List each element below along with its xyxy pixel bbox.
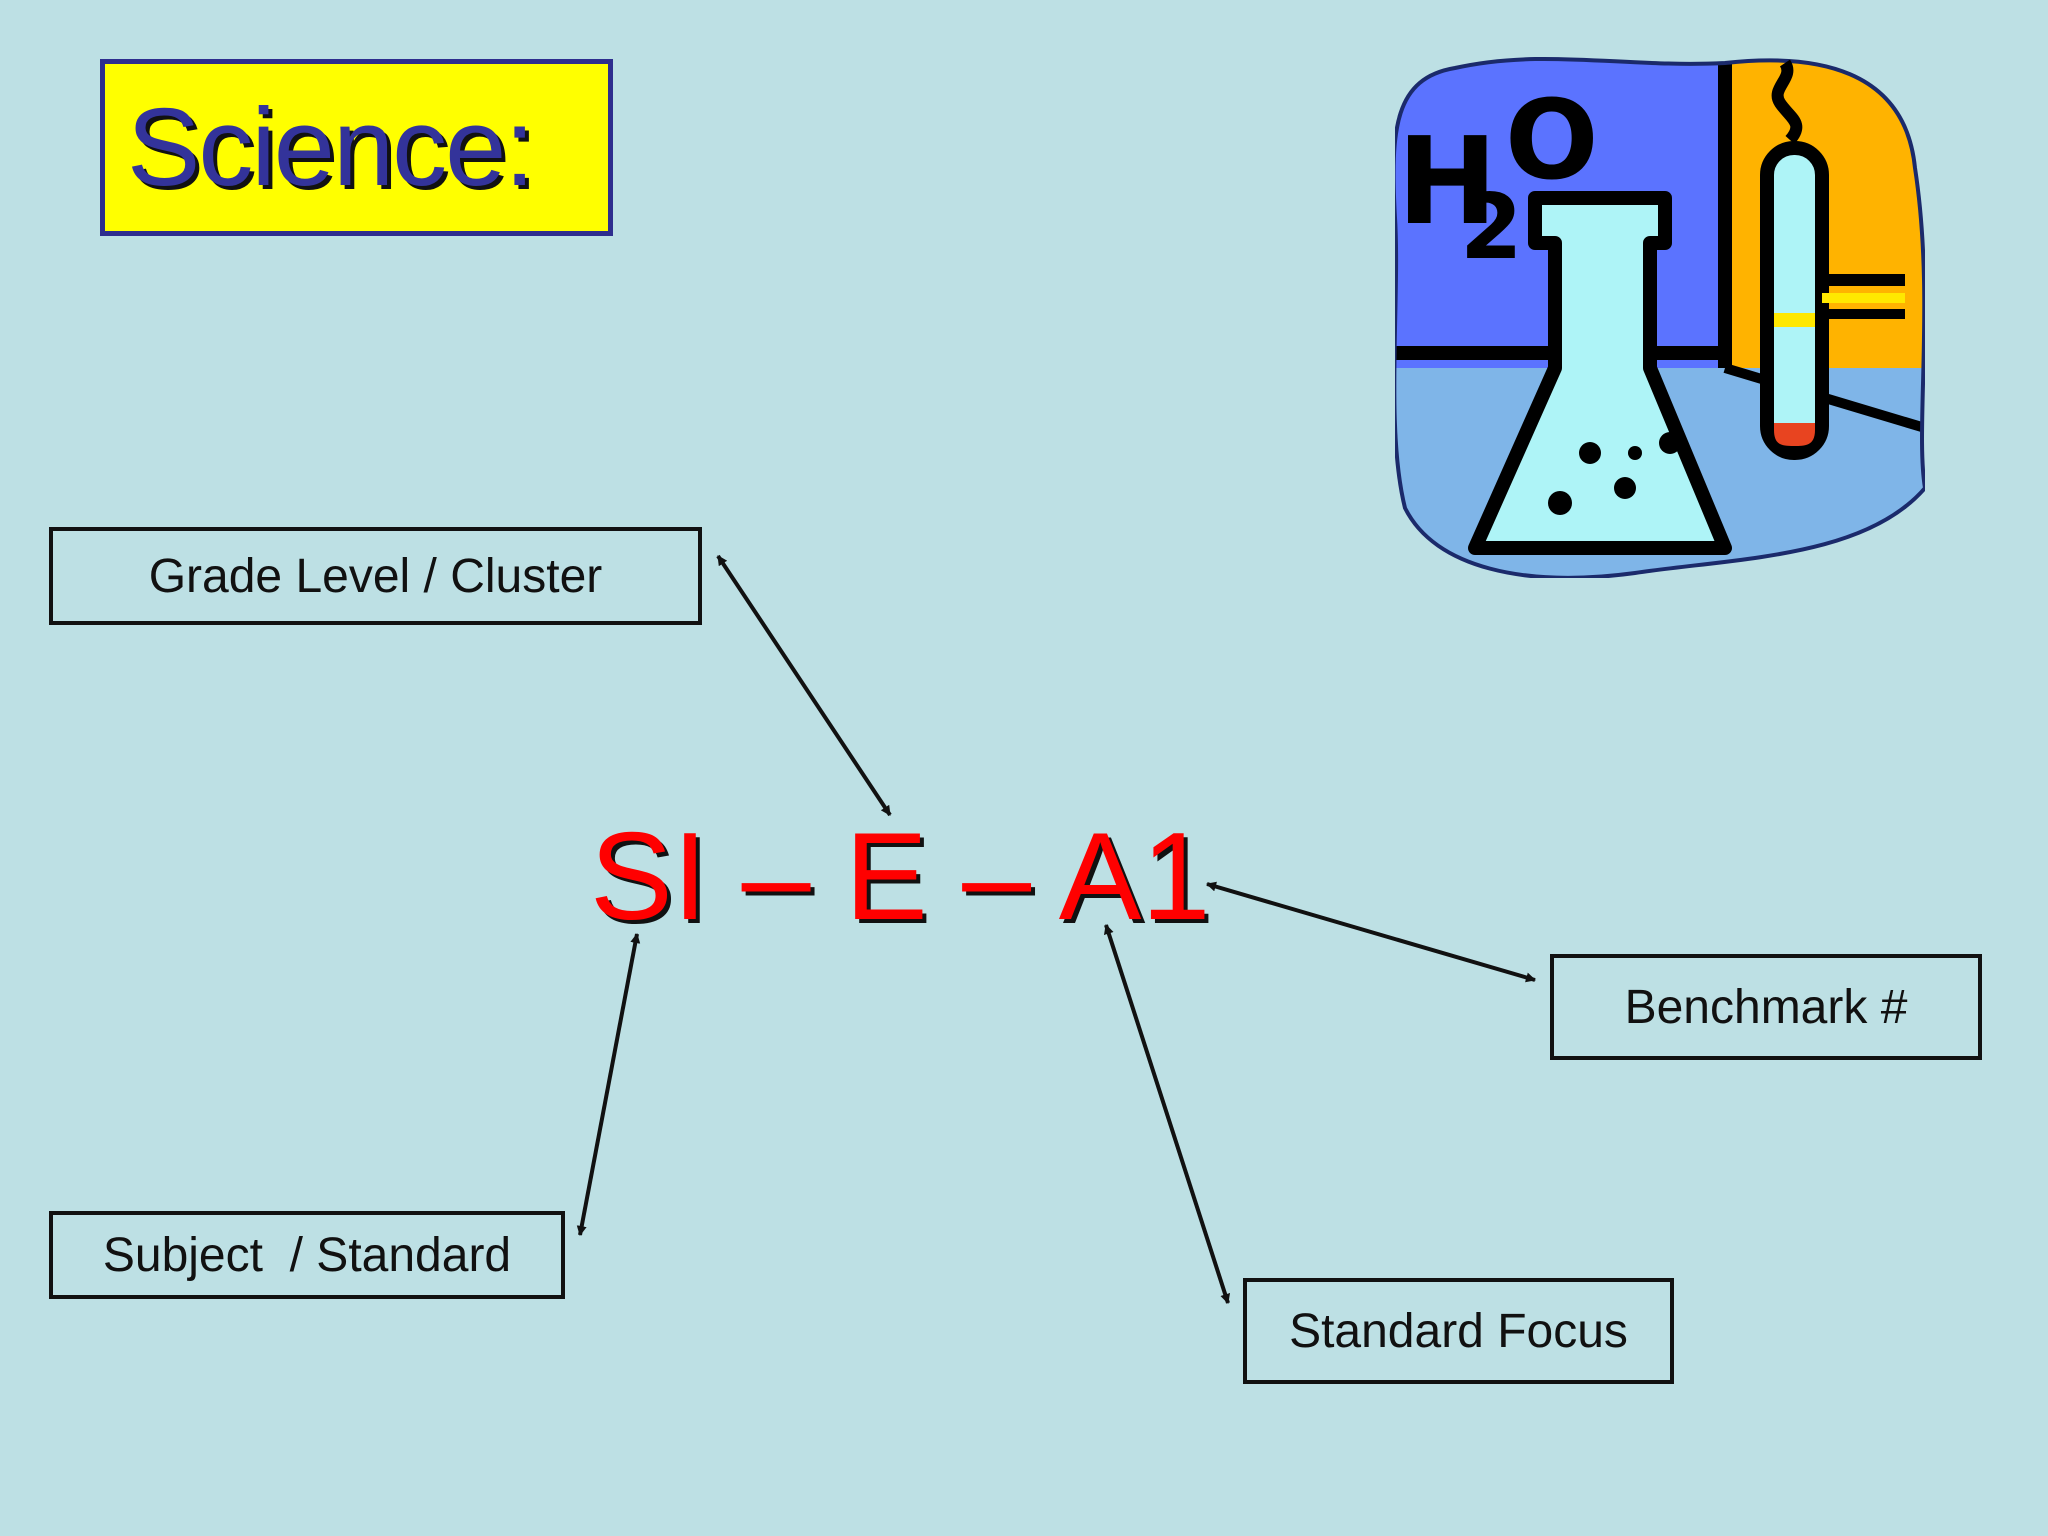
standard-focus-box: Standard Focus: [1243, 1278, 1674, 1384]
arrow-benchmark: [1206, 881, 1536, 983]
arrow-subject: [576, 933, 641, 1236]
formula-2: 2: [1460, 175, 1523, 280]
subject-standard-box: Subject / Standard: [49, 1211, 565, 1299]
slide-title: Science:: [127, 85, 535, 209]
title-box: Science:: [100, 59, 613, 236]
arrow-standard-focus: [1104, 924, 1230, 1304]
chemistry-lab-icon: H 2 O: [1395, 56, 1925, 578]
standard-code: SI – E – A1: [590, 808, 1211, 946]
formula-o: O: [1505, 76, 1599, 204]
arrow-grade-level: [716, 554, 892, 817]
grade-level-cluster-box: Grade Level / Cluster: [49, 527, 702, 625]
benchmark-number-box: Benchmark #: [1550, 954, 1982, 1060]
formula-h: H: [1397, 113, 1497, 252]
